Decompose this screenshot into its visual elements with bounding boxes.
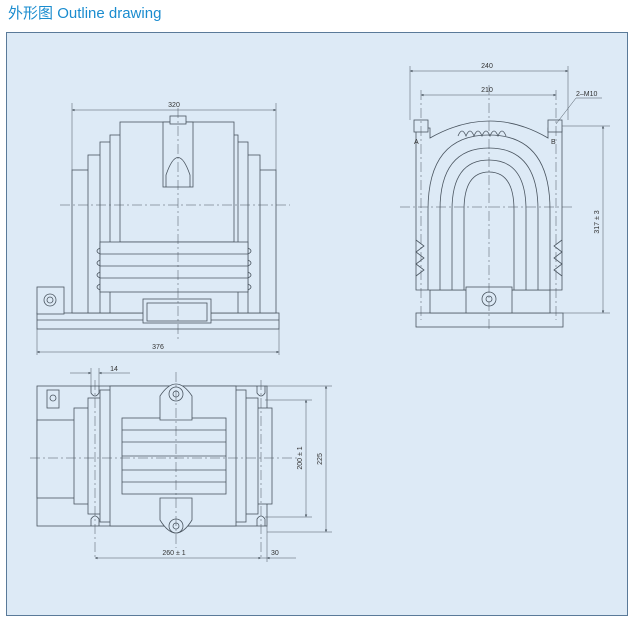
front-view: 320 376 <box>36 102 290 355</box>
top-dim-260-label: 260 ± 1 <box>162 550 185 557</box>
top-dim-225-label: 225 <box>317 453 324 465</box>
front-dim-376-label: 376 <box>152 344 164 351</box>
terminal-a-label: A <box>414 139 419 146</box>
page-title: 外形图 Outline drawing <box>8 2 161 23</box>
side-terminal-b <box>547 119 563 133</box>
front-dim-320-label: 320 <box>168 102 180 109</box>
title-chinese: 外形图 <box>8 4 54 22</box>
side-view: A B 240 210 2–M10 317 ± 3 <box>400 63 610 330</box>
top-dim-14-label: 14 <box>110 366 118 373</box>
top-primary-terminal-upper <box>159 383 193 421</box>
side-bolt-label: 2–M10 <box>576 91 598 98</box>
side-dim-317-label: 317 ± 3 <box>594 210 601 233</box>
front-terminal-box <box>36 286 65 315</box>
title-english: Outline drawing <box>57 5 162 22</box>
side-base-plate <box>415 312 564 328</box>
top-view: 14 260 ± 1 30 200 ± 1 225 <box>30 366 332 562</box>
top-dim-200-label: 200 ± 1 <box>297 446 304 469</box>
terminal-b-label: B <box>551 139 556 146</box>
side-dim-240-label: 240 <box>481 63 493 70</box>
front-winding <box>99 241 249 293</box>
side-dim-210-label: 210 <box>481 87 493 94</box>
top-dim-30-label: 30 <box>271 550 279 557</box>
